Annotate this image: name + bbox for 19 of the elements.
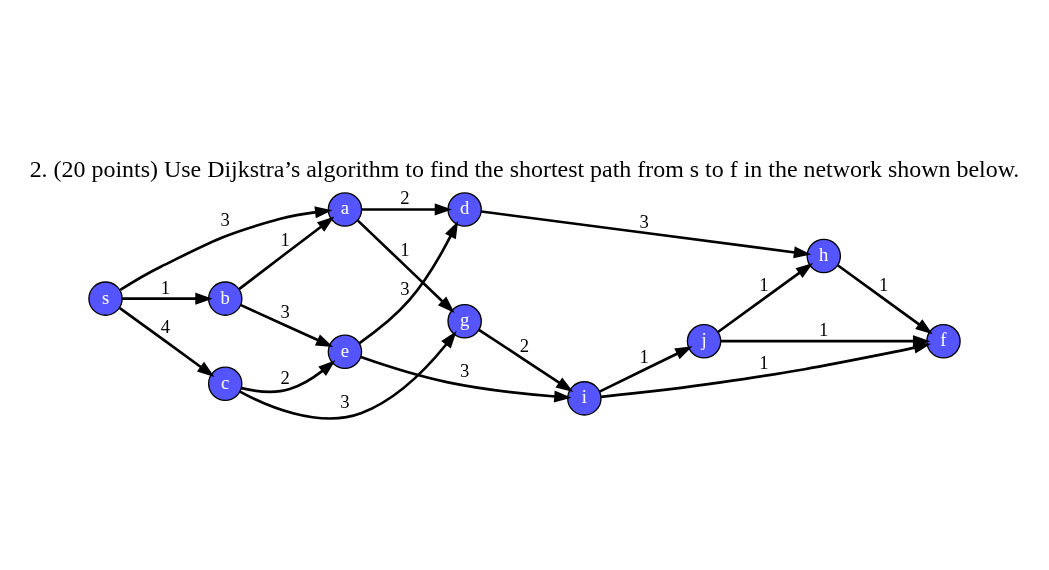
edge-label: 2 — [280, 366, 290, 388]
edge-label: 3 — [340, 390, 350, 412]
edge-label: 1 — [819, 318, 829, 340]
edge-label: 1 — [280, 228, 290, 250]
edge-label: 1 — [878, 273, 889, 295]
edge-label: 1 — [160, 276, 171, 298]
edge-label: 3 — [639, 210, 649, 232]
edge-label: 1 — [759, 351, 769, 373]
edge-label: 1 — [759, 273, 769, 295]
edge-label: 2 — [519, 334, 530, 356]
edge-label: 3 — [220, 208, 230, 230]
edge-label: 2 — [400, 186, 410, 208]
edge-label: 3 — [400, 277, 410, 299]
edge-label: 1 — [400, 238, 410, 260]
edge-label: 3 — [280, 300, 290, 322]
edge-label: 1 — [639, 345, 649, 367]
edge-label: 4 — [160, 315, 171, 337]
edge-label: 3 — [459, 359, 470, 381]
diagram-title: 2. (20 points) Use Dijkstra’s algorithm to find the shortest path from s to f in the network shown below. — [29, 155, 1020, 182]
